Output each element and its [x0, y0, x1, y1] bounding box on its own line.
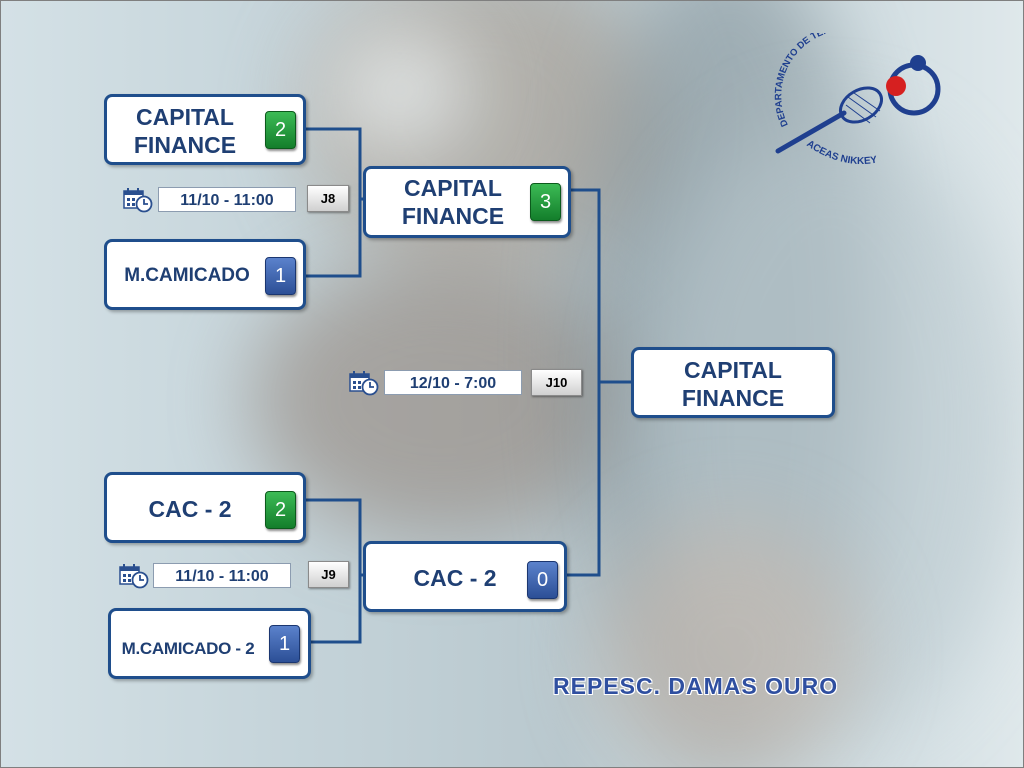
- winner-box: CAPITAL FINANCE: [631, 347, 835, 418]
- j8-team2-score: 1: [265, 257, 296, 295]
- team-name-line: CAPITAL: [684, 357, 782, 383]
- logo-dot-icon: [910, 55, 926, 71]
- winner-name: CAPITAL FINANCE: [634, 356, 832, 412]
- j9-team2-score: 1: [269, 625, 300, 663]
- team-name-line: CAPITAL: [136, 104, 234, 130]
- svg-text:DEPARTAMENTO DE TÊNIS: DEPARTAMENTO DE TÊNIS: [773, 33, 839, 128]
- j9-team1-box: CAC - 2 2: [104, 472, 306, 543]
- j8-date: 11/10 - 11:00: [158, 187, 296, 212]
- j9-team2-name: M.CAMICADO - 2: [121, 639, 255, 658]
- j10-team2-box: CAC - 2 0: [363, 541, 567, 612]
- j9-date: 11/10 - 11:00: [153, 563, 291, 588]
- team-name-line: FINANCE: [681, 385, 785, 411]
- j9-team1-name: CAC - 2: [148, 496, 232, 522]
- j10-label: J10: [531, 369, 582, 396]
- j9-team1-score: 2: [265, 491, 296, 529]
- j9-label: J9: [308, 561, 349, 588]
- logo-top-text: DEPARTAMENTO DE TÊNIS: [773, 23, 839, 128]
- team-name-line: FINANCE: [133, 132, 237, 158]
- bracket-line-j8: [304, 127, 362, 278]
- tennis-ball-icon: [886, 76, 906, 96]
- j8-team1-name: CAPITAL FINANCE: [115, 103, 255, 159]
- j8-team1-box: CAPITAL FINANCE 2: [104, 94, 306, 165]
- j10-date: 12/10 - 7:00: [384, 370, 522, 395]
- logo-bottom-text: ACEAS NIKKEY: [804, 138, 878, 167]
- bg-blur-shape: [250, 260, 630, 540]
- team-name-line: CAPITAL: [404, 175, 502, 201]
- j10-team1-box: CAPITAL FINANCE 3: [363, 166, 571, 238]
- j8-team1-score: 2: [265, 111, 296, 149]
- team-name-line: FINANCE: [401, 203, 505, 229]
- svg-text:ACEAS NIKKEY: ACEAS NIKKEY: [804, 138, 878, 167]
- bracket-title: REPESC. DAMAS OURO: [553, 673, 839, 699]
- j10-team2-name: CAC - 2: [413, 565, 497, 591]
- j10-team1-name: CAPITAL FINANCE: [380, 174, 526, 230]
- j8-team2-box: M.CAMICADO 1: [104, 239, 306, 310]
- j10-team1-score: 3: [530, 183, 561, 221]
- j9-team2-box: M.CAMICADO - 2 1: [108, 608, 311, 679]
- racket-icon: [775, 86, 883, 154]
- calendar-clock-icon: [119, 563, 149, 589]
- calendar-clock-icon: [123, 187, 153, 213]
- j8-label: J8: [307, 185, 349, 212]
- tennis-department-logo: DEPARTAMENTO DE TÊNIS ACEAS NIKKEY: [766, 23, 946, 168]
- j10-team2-score: 0: [527, 561, 558, 599]
- bg-blur-shape: [600, 520, 860, 768]
- bracket-line-j9: [304, 498, 362, 644]
- calendar-clock-icon: [349, 370, 379, 396]
- j8-team2-name: M.CAMICADO: [124, 265, 250, 286]
